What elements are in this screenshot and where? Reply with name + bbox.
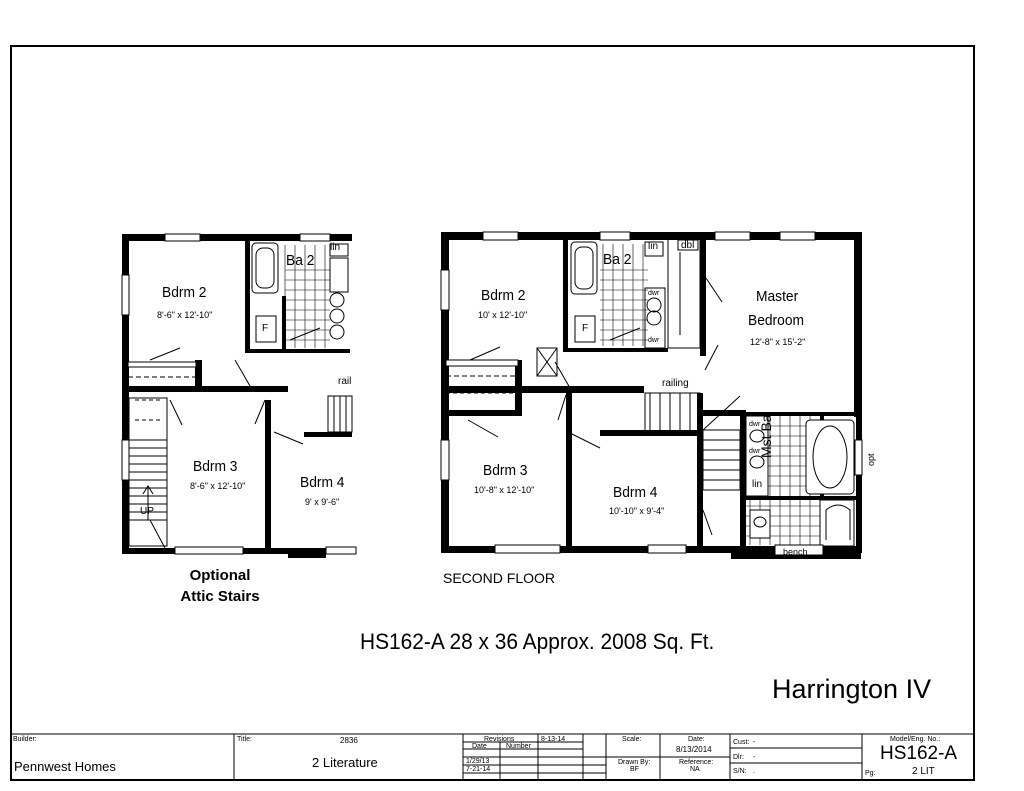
railing-label: railing — [662, 378, 689, 389]
right-bdrm2-size: 10' x 12'-10" — [478, 310, 528, 320]
drawn-by-value: BF — [630, 766, 639, 773]
pg-label: Pg: — [865, 770, 876, 777]
dlr-label: Dlr: — [733, 754, 744, 761]
floor-label: SECOND FLOOR — [443, 570, 556, 586]
right-fixture-f: F — [582, 323, 589, 334]
drawn-by-label: Drawn By: — [618, 759, 651, 766]
revision-2: 7-21-14 — [466, 766, 491, 773]
title-block-grid — [10, 733, 975, 781]
pg-value: 2 LIT — [912, 766, 935, 777]
opt-label: opt — [866, 453, 876, 466]
left-bdrm3-size: 8'-6" x 12'-10" — [190, 481, 246, 491]
mst-ba-label: Mst Ba — [758, 414, 774, 458]
plan-caption: HS162-A 28 x 36 Approx. 2008 Sq. Ft. — [360, 629, 715, 654]
master-size: 12'-8" x 15'-2" — [750, 337, 806, 347]
reference-value: NA — [690, 766, 700, 773]
right-bdrm4-size: 10'-10" x 9'-4" — [609, 506, 665, 516]
left-stair-up-label: UP — [140, 506, 154, 517]
mst-dwr2-label: dwr — [749, 448, 761, 455]
model-label: Model/Eng. No.: — [890, 736, 941, 743]
left-bdrm4-name: Bdrm 4 — [300, 474, 345, 491]
left-bdrm4-size: 9' x 9'-6" — [305, 497, 340, 507]
title-number: 2836 — [340, 736, 358, 745]
right-dwr2-label: dwr — [648, 337, 660, 344]
right-bdrm4-name: Bdrm 4 — [613, 484, 658, 501]
revisions-date: 8-13-14 — [541, 736, 566, 743]
left-lin-label: lin — [330, 242, 341, 253]
optional-note-line2: Attic Stairs — [180, 588, 260, 605]
master-name-line2: Bedroom — [748, 312, 805, 329]
right-bdrm3-name: Bdrm 3 — [483, 462, 528, 479]
sn-label: S/N: — [733, 768, 747, 775]
drawing-sheet-border — [10, 45, 975, 781]
right-plan-walls — [440, 231, 863, 559]
dlr-value: - — [753, 754, 756, 761]
optional-attic-stairs-note: Optional Attic Stairs — [150, 565, 290, 607]
left-bdrm2-size: 8'-6" x 12'-10" — [157, 310, 213, 320]
revision-1: 1/29/13 — [466, 758, 490, 765]
date-value: 8/13/2014 — [676, 745, 712, 754]
sn-value: . — [753, 768, 755, 775]
scale-label: Scale: — [622, 736, 642, 743]
left-bdrm2-name: Bdrm 2 — [162, 284, 207, 301]
mst-dwr1-label: dwr — [749, 421, 761, 428]
date-label: Date: — [688, 736, 705, 743]
right-lin-label: lin — [648, 241, 659, 252]
left-plan-walls — [121, 233, 357, 558]
revisions-label: Revisions — [484, 736, 515, 743]
model-name: Harrington IV — [772, 674, 932, 704]
builder-value: Pennwest Homes — [14, 759, 116, 774]
model-value: HS162-A — [880, 743, 958, 764]
right-ba2-name: Ba 2 — [603, 251, 632, 268]
cust-label: Cust: — [733, 739, 750, 746]
title-value: 2 Literature — [312, 755, 378, 770]
right-dbl-label: dbl — [681, 240, 695, 251]
revisions-number-col: Number — [506, 743, 531, 750]
left-rail-label: rail — [338, 376, 352, 387]
mst-lin-label: lin — [752, 479, 763, 490]
reference-label: Reference: — [679, 759, 714, 766]
right-bdrm3-size: 10'-8" x 12'-10" — [474, 485, 535, 495]
left-fixture-f: F — [262, 323, 269, 334]
master-name-line1: Master — [756, 288, 799, 305]
builder-label: Builder: — [13, 736, 37, 743]
left-ba2-name: Ba 2 — [286, 252, 315, 269]
bench-label: bench — [783, 547, 808, 557]
optional-note-line1: Optional — [189, 567, 251, 584]
cust-value: - — [753, 739, 756, 746]
left-bdrm3-name: Bdrm 3 — [193, 458, 238, 475]
title-label: Title: — [237, 736, 252, 743]
right-bdrm2-name: Bdrm 2 — [481, 287, 526, 304]
revisions-date-col: Date — [472, 743, 487, 750]
right-dwr1-label: dwr — [648, 290, 660, 297]
